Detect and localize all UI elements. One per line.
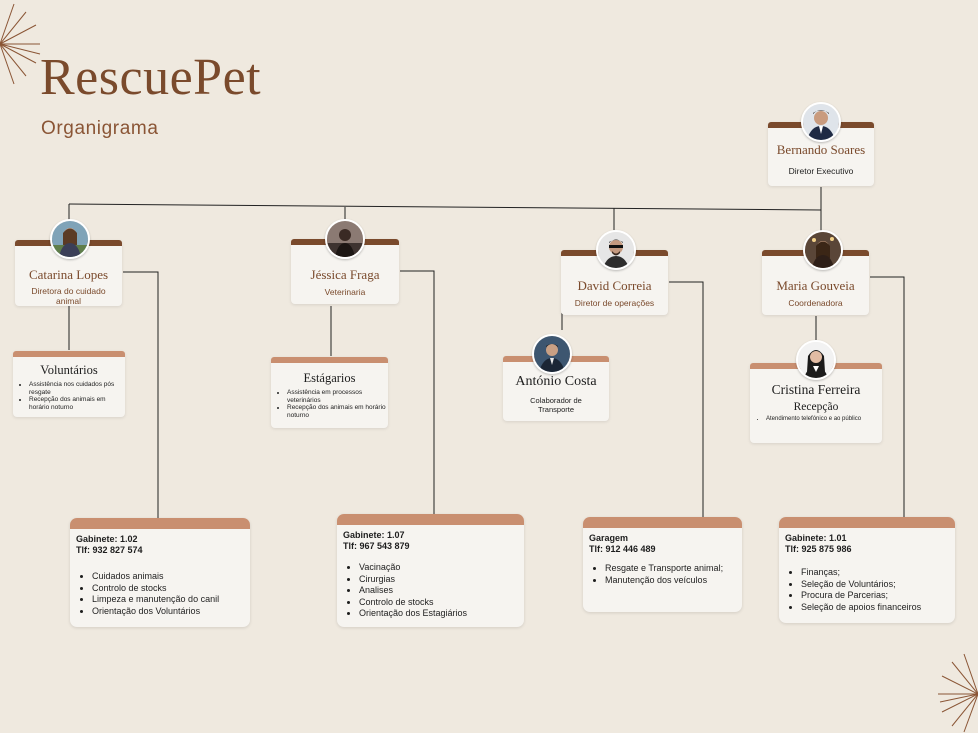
office-accent-bar: [583, 517, 742, 528]
avatar-maria-gouveia: [803, 230, 843, 270]
avatar-catarina-lopes: [50, 219, 90, 259]
office-card-david[interactable]: Garagem Tlf: 912 446 489 Resgate e Trans…: [583, 517, 742, 612]
task-item: Controlo de stocks: [359, 597, 467, 609]
avatar-jessica-fraga: [325, 219, 365, 259]
task-item: Seleção de Voluntários;: [801, 579, 921, 591]
office-details: Garagem Tlf: 912 446 489: [589, 533, 656, 555]
task-item: Resgate e Transporte animal;: [605, 563, 723, 575]
office-card-jessica[interactable]: Gabinete: 1.07 Tlf: 967 543 879 Vacinaçã…: [337, 514, 524, 627]
office-accent-bar: [337, 514, 524, 525]
office-details: Gabinete: 1.02 Tlf: 932 827 574: [76, 534, 143, 556]
sunburst-decoration-bottom-right: [938, 653, 978, 733]
card-accent-bar: [13, 351, 125, 357]
brand-title: RescuePet: [40, 49, 262, 106]
team-tasks: Assistência em processos veterinários Re…: [271, 389, 388, 419]
office-location: Gabinete: 1.01: [785, 533, 847, 543]
task-item: Assistência nos cuidados pós resgate: [29, 381, 125, 396]
task-item: Procura de Parcerias;: [801, 590, 921, 602]
task-item: Analises: [359, 585, 467, 597]
person-name: Jéssica Fraga: [310, 267, 380, 282]
sunburst-decoration-top-left: [0, 3, 41, 85]
person-role: Colaborador de Transporte: [530, 396, 582, 414]
task-item: Recepção dos animais em horário noturno: [29, 396, 125, 411]
person-role: Recepção: [793, 401, 839, 413]
avatar-antonio-costa: [532, 334, 572, 374]
office-phone: Tlf: 967 543 879: [343, 541, 410, 551]
team-title: Estágarios: [303, 371, 356, 385]
office-tasks: Resgate e Transporte animal; Manutenção …: [589, 563, 723, 586]
office-location: Gabinete: 1.07: [343, 530, 405, 540]
office-card-maria[interactable]: Gabinete: 1.01 Tlf: 925 875 986 Finanças…: [779, 517, 955, 623]
person-name: David Correia: [577, 278, 652, 293]
team-title: Voluntários: [40, 363, 98, 377]
page-subtitle: Organigrama: [41, 118, 159, 139]
person-role: Diretor Executivo: [788, 166, 854, 176]
office-accent-bar: [779, 517, 955, 528]
office-card-catarina[interactable]: Gabinete: 1.02 Tlf: 932 827 574 Cuidados…: [70, 518, 250, 627]
person-name: António Costa: [515, 374, 597, 389]
person-name: Maria Gouveia: [776, 278, 855, 293]
office-phone: Tlf: 932 827 574: [76, 545, 143, 555]
office-location: Gabinete: 1.02: [76, 534, 138, 544]
task-item: Vacinação: [359, 562, 467, 574]
person-role: Coordenadora: [788, 298, 843, 308]
office-details: Gabinete: 1.01 Tlf: 925 875 986: [785, 533, 852, 555]
card-antonio-costa[interactable]: António Costa Colaborador de Transporte: [503, 356, 609, 421]
avatar-cristina-ferreira: [796, 340, 836, 380]
task-item: Recepção dos animais em horário noturno: [287, 404, 388, 419]
office-phone: Tlf: 912 446 489: [589, 544, 656, 554]
avatar-david-correia: [596, 230, 636, 270]
office-tasks: Vacinação Cirurgias Analises Controlo de…: [343, 562, 467, 620]
office-accent-bar: [70, 518, 250, 529]
office-details: Gabinete: 1.07 Tlf: 967 543 879: [343, 530, 410, 552]
task-item: Orientação dos Voluntários: [92, 606, 219, 618]
office-tasks: Finanças; Seleção de Voluntários; Procur…: [785, 567, 921, 613]
team-estagiarios[interactable]: Estágarios Assistência em processos vete…: [271, 357, 388, 428]
avatar-bernando-soares: [801, 102, 841, 142]
task-item: Limpeza e manutenção do canil: [92, 594, 219, 606]
card-accent-bar: [271, 357, 388, 363]
person-role: Veterinaria: [324, 287, 366, 297]
office-location: Garagem: [589, 533, 629, 543]
task-item: Atendimento telefónico e ao público: [766, 416, 862, 423]
person-tasks: Atendimento telefónico e ao público: [750, 416, 882, 423]
person-role: Diretor de operações: [574, 298, 655, 308]
team-tasks: Assistência nos cuidados pós resgate Rec…: [13, 381, 125, 411]
task-item: Assistência em processos veterinários: [287, 389, 388, 404]
person-role: Diretora do cuidado animal: [31, 286, 106, 306]
office-phone: Tlf: 925 875 986: [785, 544, 852, 554]
task-item: Cirurgias: [359, 574, 467, 586]
team-voluntarios[interactable]: Voluntários Assistência nos cuidados pós…: [13, 351, 125, 417]
task-item: Seleção de apoios financeiros: [801, 602, 921, 614]
person-name: Cristina Ferreira: [771, 382, 861, 397]
person-name: Catarina Lopes: [28, 267, 109, 282]
office-tasks: Cuidados animais Controlo de stocks Limp…: [76, 571, 219, 617]
task-item: Controlo de stocks: [92, 583, 219, 595]
task-item: Orientação dos Estagiários: [359, 608, 467, 620]
task-item: Cuidados animais: [92, 571, 219, 583]
person-name: Bernando Soares: [776, 142, 866, 157]
task-item: Finanças;: [801, 567, 921, 579]
task-item: Manutenção dos veículos: [605, 575, 723, 587]
